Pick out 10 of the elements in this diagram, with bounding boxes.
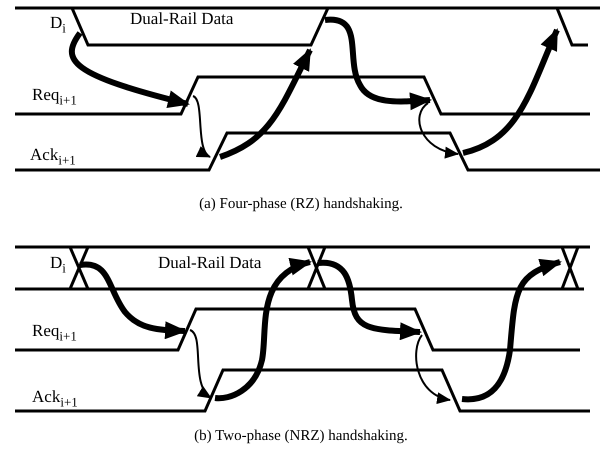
- signal-name: D$_{i}$: [50, 254, 66, 276]
- signal-name: Req$_{i+1}$: [32, 86, 77, 108]
- signal-name: Ack$_{i+1}$: [32, 388, 78, 410]
- figure-caption: (b) Two-phase (NRZ) handshaking.: [194, 428, 408, 444]
- signal-name: D$_{i}$: [50, 14, 66, 36]
- figure-caption: (a) Four-phase (RZ) handshaking.: [199, 196, 403, 212]
- signal-name: Dual-Rail Data: [158, 254, 262, 273]
- signal-name: Dual-Rail Data: [130, 10, 234, 29]
- signal-name: Req$_{i+1}$: [32, 322, 77, 344]
- signal-name: Ack$_{i+1}$: [30, 146, 76, 168]
